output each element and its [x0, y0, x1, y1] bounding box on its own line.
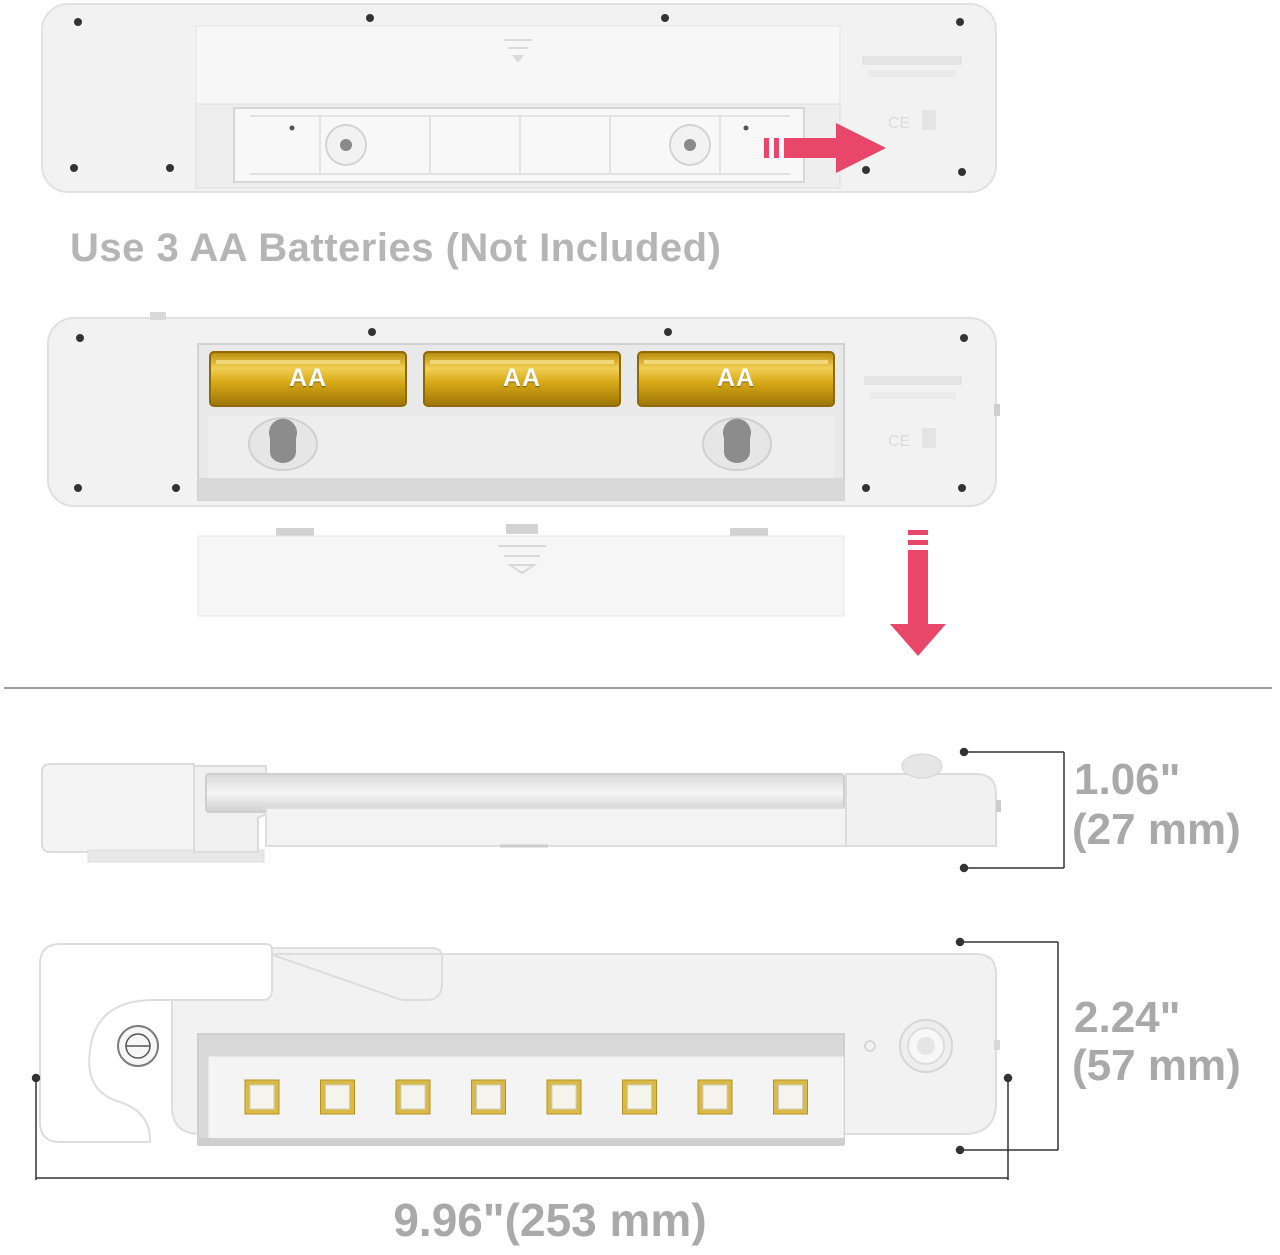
led-chip-icon: [471, 1079, 506, 1115]
battery-3-label: AA: [716, 364, 756, 392]
led-row: [244, 1079, 808, 1115]
led-chip-icon: [395, 1079, 431, 1115]
front-view-unit: [39, 943, 1000, 1146]
depth-dimension-marker: [955, 937, 1059, 1155]
slide-down-arrow-icon: [890, 530, 946, 656]
led-chip-icon: [697, 1079, 733, 1115]
battery-caption: Use 3 AA Batteries (Not Included): [70, 226, 722, 270]
led-chip-icon: [622, 1079, 657, 1115]
height-inches: 1.06": [1074, 755, 1181, 804]
width-dimension: 9.96"(253 mm): [393, 1194, 707, 1246]
width-dimension-marker: [31, 1073, 1013, 1180]
motion-sensor-icon: [899, 1019, 953, 1073]
height-dimension-marker: [959, 747, 1065, 873]
depth-inches: 2.24": [1074, 993, 1181, 1042]
power-switch-icon: [117, 1025, 159, 1067]
svg-text:CE: CE: [888, 433, 910, 450]
battery-3-icon: [637, 351, 835, 407]
slide-right-arrow-icon: [764, 123, 886, 173]
battery-2-label: AA: [502, 364, 542, 392]
side-profile-unit: [41, 753, 1001, 863]
battery-1-label: AA: [288, 364, 328, 392]
led-chip-icon: [244, 1079, 280, 1115]
svg-text:CE: CE: [888, 115, 910, 132]
battery-cover: [197, 524, 845, 617]
led-chip-icon: [773, 1079, 808, 1115]
battery-1-icon: [209, 351, 407, 407]
battery-view-unit: CE: [47, 312, 1000, 507]
battery-2-icon: [423, 351, 621, 407]
depth-mm: (57 mm): [1072, 1041, 1241, 1090]
led-chip-icon: [320, 1079, 355, 1115]
led-chip-icon: [546, 1079, 582, 1115]
height-mm: (27 mm): [1072, 805, 1241, 854]
back-view-unit: CE: [41, 3, 997, 193]
